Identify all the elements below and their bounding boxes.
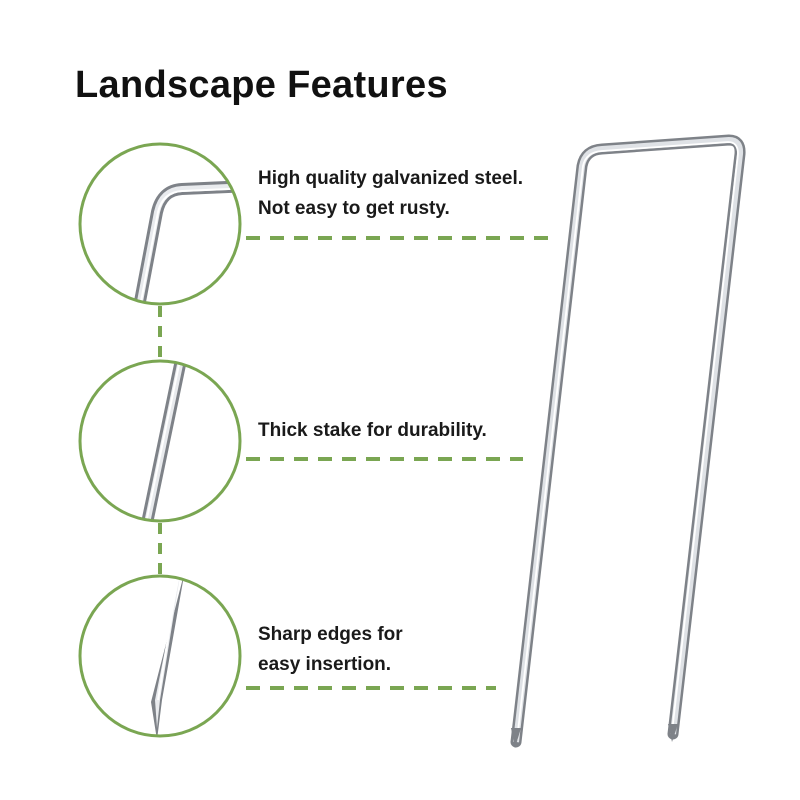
tip-icon	[78, 574, 242, 738]
staple-illustration	[510, 134, 746, 748]
feature-text-durability: Thick stake for durability.	[258, 416, 487, 446]
feature-line: Not easy to get rusty.	[258, 198, 450, 219]
page-title: Landscape Features	[75, 64, 448, 106]
feature-line: Sharp edges for	[258, 624, 403, 645]
feature-line: High quality galvanized steel.	[258, 168, 524, 189]
feature-line: Thick stake for durability.	[258, 420, 487, 441]
feature-line: easy insertion.	[258, 654, 392, 675]
feature-text-galvanized: High quality galvanized steel. Not easy …	[258, 164, 523, 224]
shaft-icon	[78, 359, 242, 523]
bend-icon	[78, 142, 242, 306]
feature-text-sharp-edges: Sharp edges for easy insertion.	[258, 620, 403, 680]
